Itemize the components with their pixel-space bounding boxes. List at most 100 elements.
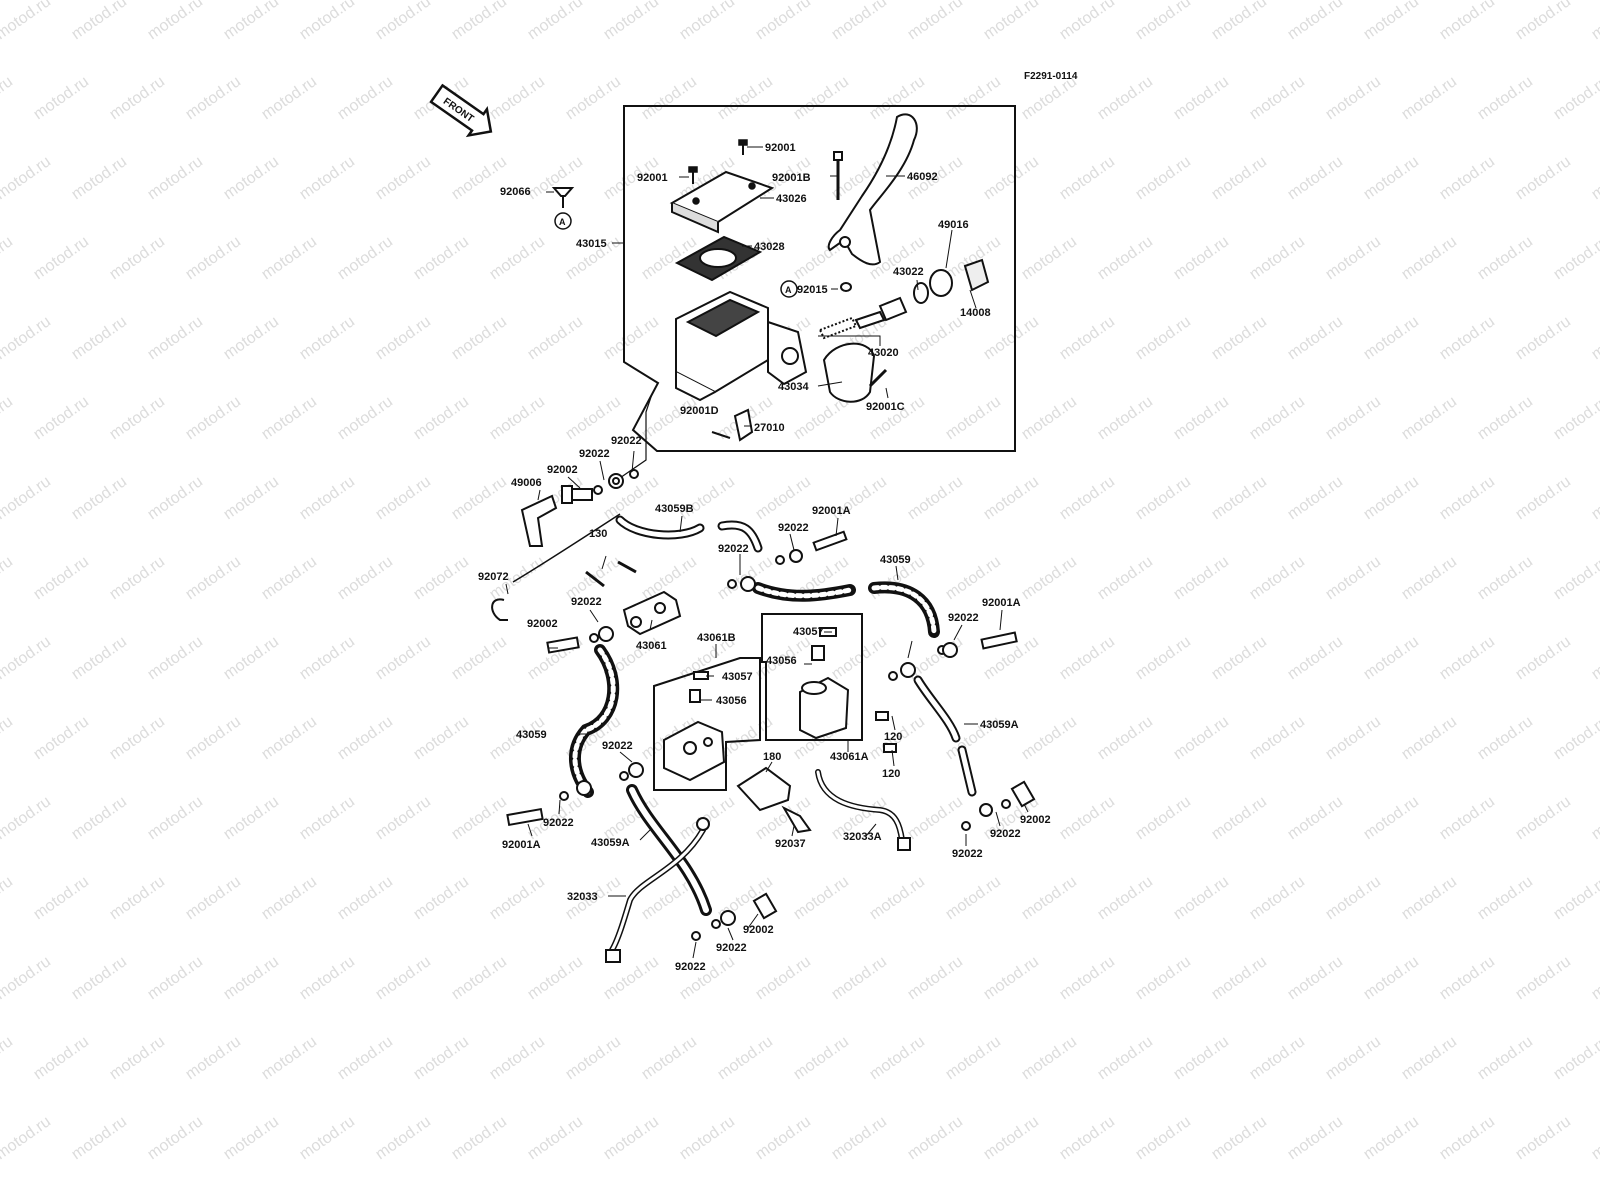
watermark-text: motod.ru xyxy=(373,153,434,203)
label-27010: 27010 xyxy=(754,422,785,434)
watermark-text: motod.ru xyxy=(221,633,282,683)
watermark-text: motod.ru xyxy=(1475,233,1536,283)
watermark-text: motod.ru xyxy=(1209,633,1270,683)
label-43061A: 43061A xyxy=(830,751,869,763)
watermark-text: motod.ru xyxy=(31,1033,92,1083)
watermark-text: motod.ru xyxy=(449,0,510,43)
watermark-text: motod.ru xyxy=(1437,313,1498,363)
watermark-text: motod.ru xyxy=(107,1033,168,1083)
cap-screw-icon xyxy=(688,139,748,184)
label-92001D: 92001D xyxy=(680,405,719,417)
watermark-text: motod.ru xyxy=(221,0,282,43)
watermark-text: motod.ru xyxy=(221,1113,282,1163)
watermark-text: motod.ru xyxy=(1437,1113,1498,1163)
watermark-text: motod.ru xyxy=(259,73,320,123)
watermark-text: motod.ru xyxy=(1361,153,1422,203)
label-49016: 49016 xyxy=(938,219,969,231)
label-43056-a: 43056 xyxy=(766,655,797,667)
watermark-text: motod.ru xyxy=(1057,1113,1118,1163)
proportioning-valve-43061B xyxy=(663,671,726,782)
watermark-text: motod.ru xyxy=(297,313,358,363)
label-92022-i: 92022 xyxy=(990,828,1021,840)
watermark-text: motod.ru xyxy=(981,1113,1042,1163)
watermark-text: motod.ru xyxy=(335,553,396,603)
watermark-text: motod.ru xyxy=(259,873,320,923)
watermark-text: motod.ru xyxy=(1171,1033,1232,1083)
watermark-text: motod.ru xyxy=(1133,313,1194,363)
watermark-text: motod.ru xyxy=(1589,0,1600,43)
pivot-bolt-icon xyxy=(833,151,843,200)
watermark-text: motod.ru xyxy=(487,73,548,123)
watermark-text: motod.ru xyxy=(791,73,852,123)
watermark-text: motod.ru xyxy=(1475,393,1536,443)
watermark-text: motod.ru xyxy=(449,633,510,683)
watermark-text: motod.ru xyxy=(1285,0,1346,43)
watermark-text: motod.ru xyxy=(943,553,1004,603)
label-43020: 43020 xyxy=(868,347,899,359)
watermark-text: motod.ru xyxy=(1399,393,1460,443)
watermark-text: motod.ru xyxy=(297,1113,358,1163)
watermark-text: motod.ru xyxy=(1551,1033,1600,1083)
watermark-text: motod.ru xyxy=(1247,1033,1308,1083)
watermark-text: motod.ru xyxy=(905,1113,966,1163)
label-92022-f: 92022 xyxy=(948,612,979,624)
label-43059-top: 43059 xyxy=(880,554,911,566)
watermark-text: motod.ru xyxy=(107,873,168,923)
label-43022: 43022 xyxy=(893,266,924,278)
watermark-text: motod.ru xyxy=(1209,1113,1270,1163)
watermark-text: motod.ru xyxy=(0,633,54,683)
watermark-text: motod.ru xyxy=(0,313,54,363)
watermark-text: motod.ru xyxy=(1171,713,1232,763)
label-92001A-b: 92001A xyxy=(982,597,1021,609)
watermark-text: motod.ru xyxy=(1361,473,1422,523)
watermark-text: motod.ru xyxy=(1209,153,1270,203)
watermark-text: motod.ru xyxy=(411,553,472,603)
label-43059A-right: 43059A xyxy=(980,719,1019,731)
watermark-text: motod.ru xyxy=(145,473,206,523)
watermark-text: motod.ru xyxy=(1133,153,1194,203)
watermark-text: motod.ru xyxy=(31,233,92,283)
watermark-text: motod.ru xyxy=(563,73,624,123)
watermark-text: motod.ru xyxy=(1095,73,1156,123)
watermark-text: motod.ru xyxy=(1285,1113,1346,1163)
valve-box-43061A xyxy=(761,613,863,741)
brake-joint-43061 xyxy=(622,590,682,636)
label-43057-b: 43057 xyxy=(722,671,753,683)
watermark-text: motod.ru xyxy=(1589,1113,1600,1163)
brake-switch xyxy=(711,408,754,442)
watermark-text: motod.ru xyxy=(1361,953,1422,1003)
watermark-text: motod.ru xyxy=(411,393,472,443)
watermark-text: motod.ru xyxy=(1019,713,1080,763)
figure-code: F2291-0114 xyxy=(1024,71,1078,82)
label-92001B: 92001B xyxy=(772,172,811,184)
watermark-text: motod.ru xyxy=(1057,953,1118,1003)
label-92002-b: 92002 xyxy=(527,618,558,630)
watermark-text: motod.ru xyxy=(31,553,92,603)
pipe-bracket xyxy=(736,766,812,834)
watermark-text: motod.ru xyxy=(1513,0,1574,43)
label-92037: 92037 xyxy=(775,838,806,850)
watermark-text: motod.ru xyxy=(0,233,16,283)
watermark-text: motod.ru xyxy=(1285,953,1346,1003)
watermark-text: motod.ru xyxy=(1095,1033,1156,1083)
watermark-text: motod.ru xyxy=(1589,473,1600,523)
label-92001: 92001 xyxy=(765,142,796,154)
watermark-text: motod.ru xyxy=(221,153,282,203)
watermark-text: motod.ru xyxy=(69,313,130,363)
watermark-text: motod.ru xyxy=(1247,553,1308,603)
watermark-text: motod.ru xyxy=(1095,233,1156,283)
watermark-text: motod.ru xyxy=(145,153,206,203)
watermark-text: motod.ru xyxy=(1475,713,1536,763)
label-92022-d: 92022 xyxy=(718,543,749,555)
watermark-text: motod.ru xyxy=(715,1033,776,1083)
ref-marker-a-2-text: A xyxy=(785,285,792,295)
watermark-text: motod.ru xyxy=(981,313,1042,363)
watermark-text: motod.ru xyxy=(1475,553,1536,603)
watermark-text: motod.ru xyxy=(0,153,54,203)
label-43061: 43061 xyxy=(636,640,667,652)
watermark-text: motod.ru xyxy=(0,713,16,763)
watermark-text: motod.ru xyxy=(1475,73,1536,123)
label-32033: 32033 xyxy=(567,891,598,903)
watermark-text: motod.ru xyxy=(525,153,586,203)
watermark-text: motod.ru xyxy=(373,313,434,363)
